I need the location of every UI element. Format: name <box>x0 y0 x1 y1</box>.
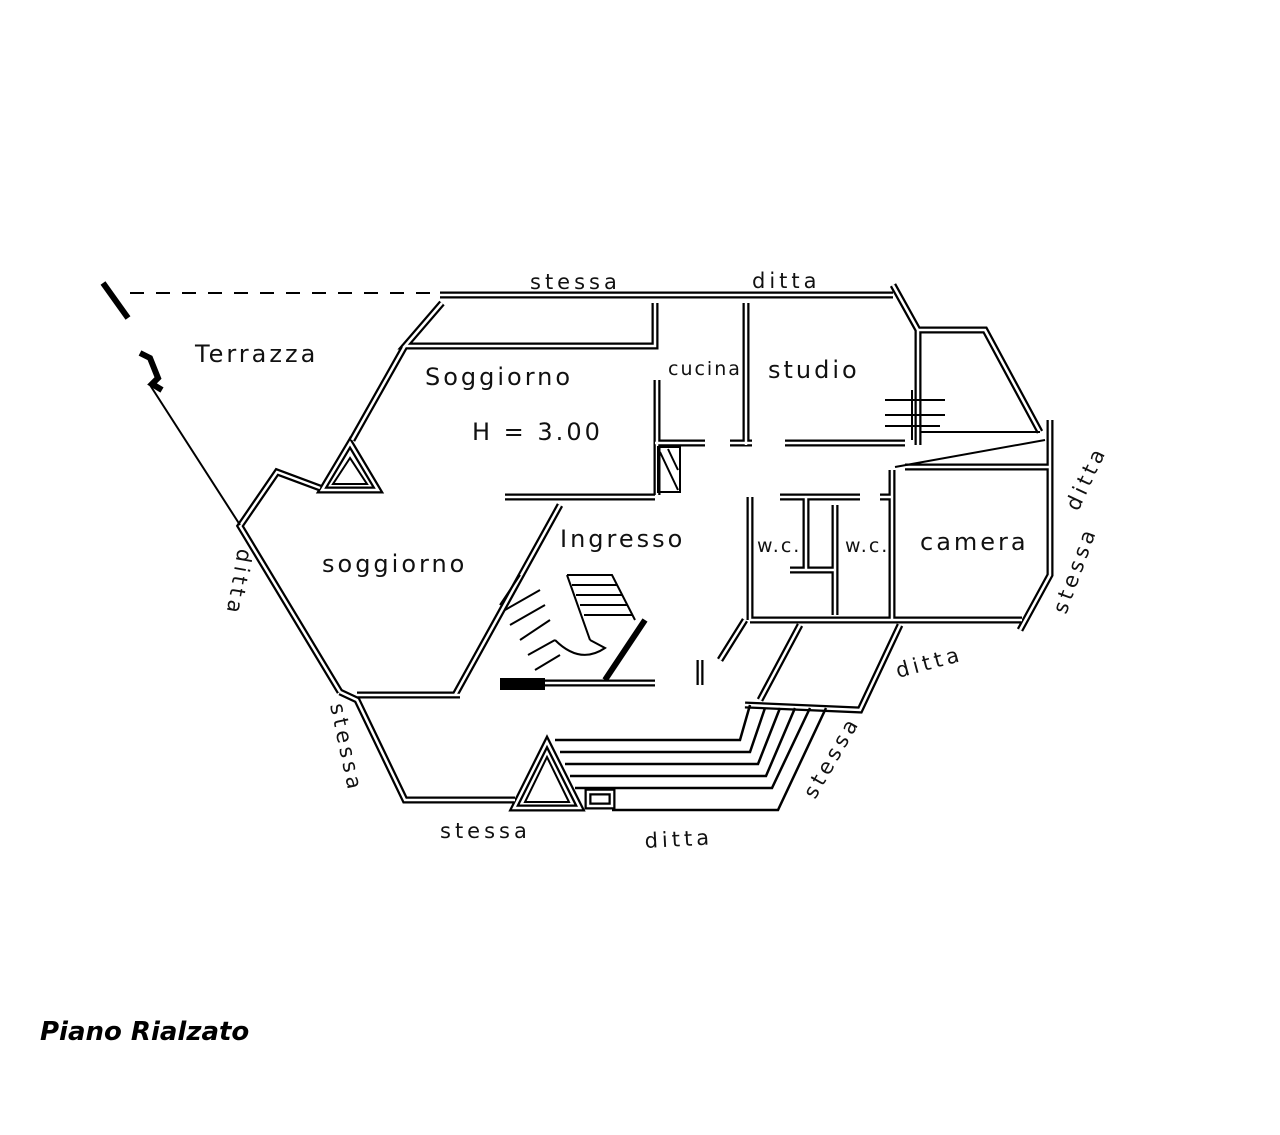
room-label-ingresso: Ingresso <box>560 525 685 553</box>
step-line <box>565 707 782 766</box>
stair-black-block <box>500 678 545 690</box>
kitchen-closet <box>657 446 681 493</box>
stair-upper-flight <box>567 574 636 621</box>
room-label-wc-2: w.c. <box>845 535 889 557</box>
stair-lower-steps <box>504 589 561 671</box>
step-line <box>575 707 812 790</box>
boundary-label-top-right: ditta <box>752 269 821 293</box>
study-small-steps <box>885 390 945 440</box>
stair-winder <box>554 639 607 656</box>
boundary-label-bottom-left: stessa <box>440 819 531 843</box>
step-line <box>555 704 752 742</box>
room-label-height: H = 3.00 <box>472 418 603 446</box>
boundary-label-lower-right-ditta: ditta <box>893 642 965 683</box>
external-steps <box>555 704 828 812</box>
stair-upper-steps <box>566 574 632 641</box>
room-label-soggiorno-upper: Soggiorno <box>425 363 573 391</box>
terrace-markers <box>100 281 164 393</box>
staircase <box>499 574 648 690</box>
stair-diagonal-wall <box>602 618 648 682</box>
column-lower-inner <box>523 754 571 803</box>
column-upper-inner <box>331 456 369 485</box>
room-label-soggiorno-lower: soggiorno <box>322 550 467 578</box>
bedroom-hatch-line <box>894 439 1046 468</box>
room-label-wc-1: w.c. <box>757 535 801 557</box>
boundary-label-lower-right-stessa: stessa <box>799 712 865 803</box>
step-line <box>612 707 828 812</box>
room-label-cucina: cucina <box>668 358 742 380</box>
plan-caption: Piano Rialzato <box>40 1017 249 1047</box>
boundary-label-right-lower: stessa <box>1048 523 1102 617</box>
room-label-camera: camera <box>920 528 1029 556</box>
step-line <box>570 707 797 778</box>
room-labels: Terrazza Soggiorno H = 3.00 cucina studi… <box>194 340 1029 578</box>
step-line <box>560 707 767 754</box>
terrace-marker-top <box>100 281 131 320</box>
boundary-label-right-upper: ditta <box>1061 442 1112 514</box>
kitchen-closet-hatch <box>659 448 679 491</box>
room-label-studio: studio <box>768 356 860 384</box>
terrace-diagonal-edge <box>149 384 241 526</box>
boundary-label-left: ditta <box>221 547 257 619</box>
stair-lower-flight <box>499 574 521 606</box>
terrace-marker-bracket <box>138 350 164 393</box>
boundary-label-bottom-right: ditta <box>644 825 714 853</box>
room-label-terrazza: Terrazza <box>194 340 318 368</box>
boundary-label-top-left: stessa <box>530 270 621 294</box>
thin-lines <box>130 292 1046 803</box>
